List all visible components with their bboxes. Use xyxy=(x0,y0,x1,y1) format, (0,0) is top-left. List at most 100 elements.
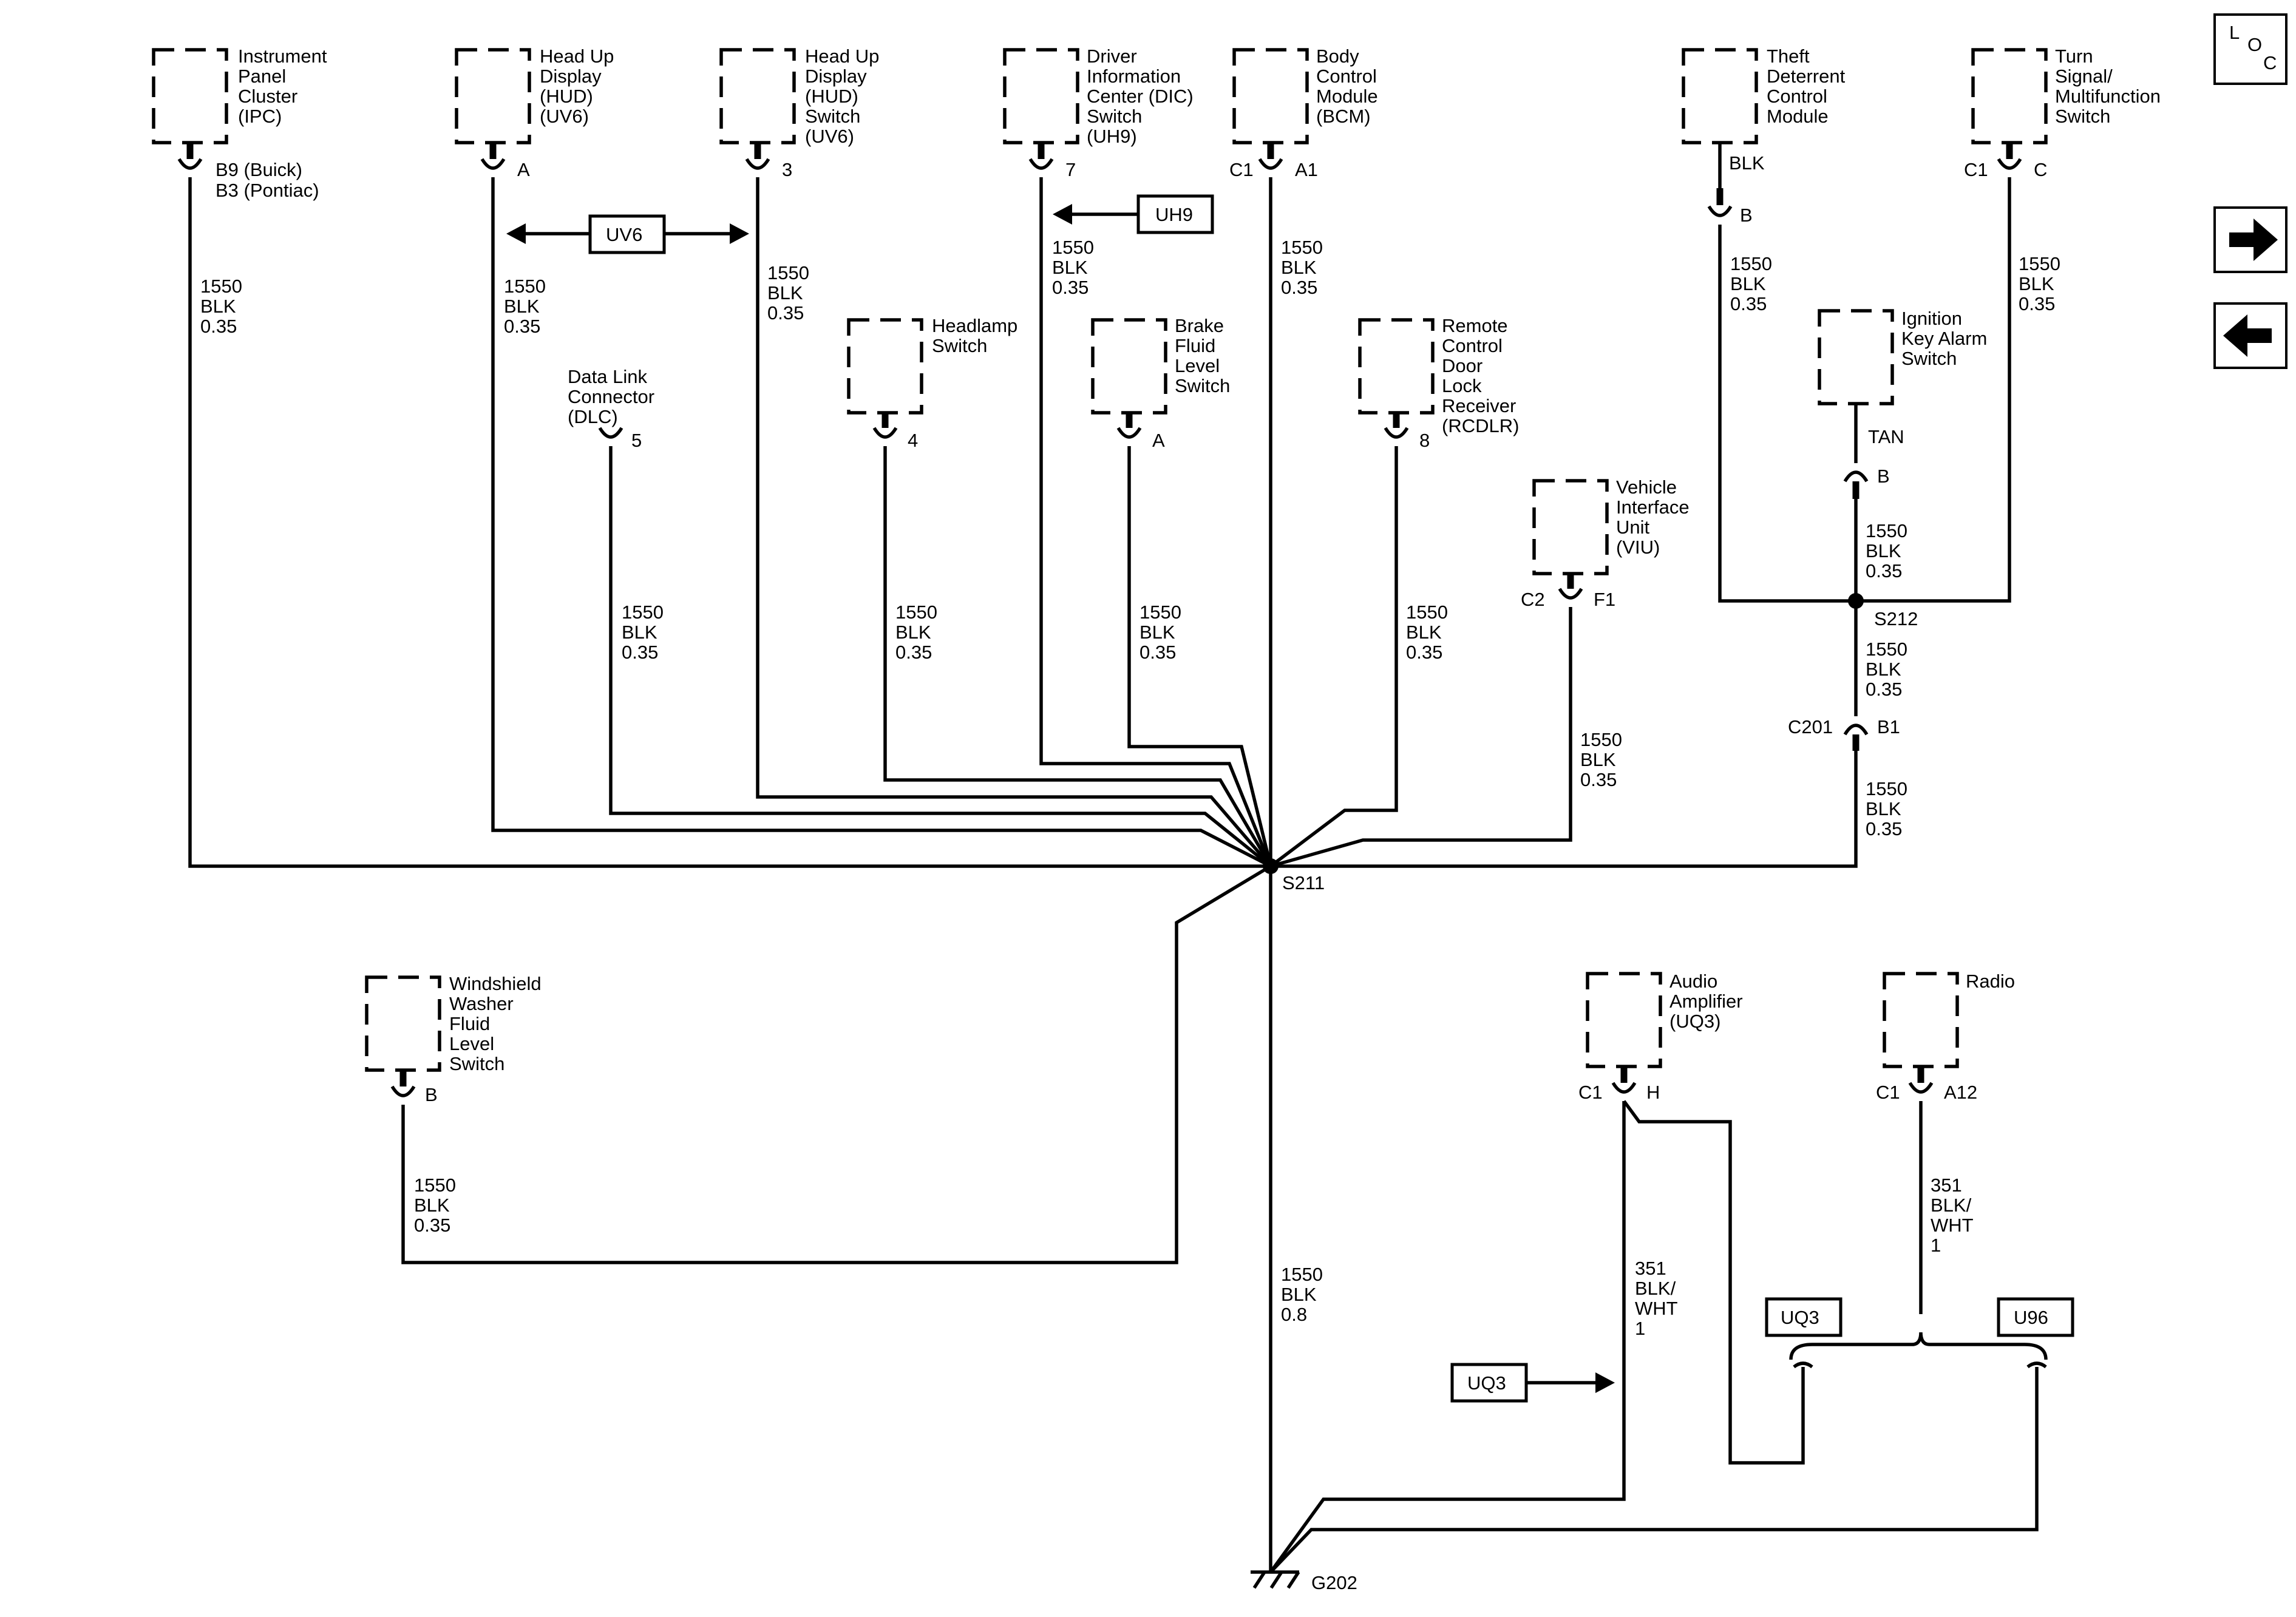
viu-terminal xyxy=(1558,574,1583,600)
svg-text:C: C xyxy=(2034,159,2047,180)
forward-button[interactable] xyxy=(2213,206,2288,273)
dlc-terminal xyxy=(598,427,623,439)
arrow-right-icon xyxy=(2229,219,2278,261)
svg-text:C: C xyxy=(2263,52,2277,73)
amp-box xyxy=(1586,972,1662,1068)
svg-text:1550: 1550 xyxy=(1866,778,1907,799)
svg-text:Panel: Panel xyxy=(238,66,286,87)
svg-text:C2: C2 xyxy=(1521,589,1545,610)
svg-text:1550: 1550 xyxy=(200,276,242,297)
bcm-box xyxy=(1232,48,1309,144)
wires xyxy=(188,143,2048,1573)
svg-text:0.35: 0.35 xyxy=(2019,293,2055,314)
ipc-label: Instrument Panel Cluster (IPC) xyxy=(238,46,327,127)
svg-text:A: A xyxy=(517,159,530,180)
svg-text:1: 1 xyxy=(1931,1235,1941,1256)
wire-amp-h xyxy=(1622,1100,1805,1465)
svg-text:Switch: Switch xyxy=(1087,106,1142,127)
radio-terminal xyxy=(1908,1066,1934,1094)
back-button[interactable] xyxy=(2213,302,2288,369)
svg-text:(UH9): (UH9) xyxy=(1087,126,1137,147)
svg-text:Data Link: Data Link xyxy=(568,366,647,387)
svg-text:1550: 1550 xyxy=(1866,639,1907,660)
svg-text:Unit: Unit xyxy=(1616,517,1650,538)
bcm-label: Body Control Module (BCM) xyxy=(1316,46,1378,127)
svg-text:Instrument: Instrument xyxy=(238,46,327,67)
wire-dlc xyxy=(609,446,1272,868)
svg-text:Switch: Switch xyxy=(1175,375,1230,396)
svg-text:BLK: BLK xyxy=(1406,622,1442,643)
svg-text:1: 1 xyxy=(1635,1318,1645,1339)
svg-text:Theft: Theft xyxy=(1767,46,1810,67)
hud-uv6-label: Head Up Display (HUD) (UV6) xyxy=(540,46,614,127)
s211-node xyxy=(1263,858,1279,874)
washer-label: Windshield Washer Fluid Level Switch xyxy=(449,973,542,1074)
svg-text:C1: C1 xyxy=(1964,159,1988,180)
svg-text:(HUD): (HUD) xyxy=(540,86,593,107)
svg-text:(BCM): (BCM) xyxy=(1316,106,1371,127)
svg-text:WHT: WHT xyxy=(1931,1215,1974,1236)
svg-text:Brake: Brake xyxy=(1175,315,1224,336)
rcdlr-label: Remote Control Door Lock Receiver (RCDLR… xyxy=(1442,315,1519,436)
wire-c201 xyxy=(1271,751,1858,868)
svg-text:Center (DIC): Center (DIC) xyxy=(1087,86,1194,107)
svg-text:UQ3: UQ3 xyxy=(1467,1372,1506,1394)
svg-text:1550: 1550 xyxy=(1052,237,1094,258)
svg-text:BLK: BLK xyxy=(1580,749,1616,770)
svg-text:Body: Body xyxy=(1316,46,1359,67)
svg-text:Ignition: Ignition xyxy=(1901,308,1962,329)
brake-fluid-label: Brake Fluid Level Switch xyxy=(1175,315,1230,396)
svg-text:0.35: 0.35 xyxy=(1052,277,1089,298)
option-u96: U96 xyxy=(1997,1297,2074,1337)
svg-text:BLK: BLK xyxy=(2019,273,2054,294)
svg-text:(IPC): (IPC) xyxy=(238,106,282,127)
svg-text:B: B xyxy=(425,1084,438,1105)
svg-text:A1: A1 xyxy=(1295,159,1318,180)
ignition-key-terminal xyxy=(1843,470,1869,499)
hud-switch-label: Head Up Display (HUD) Switch (UV6) xyxy=(805,46,879,147)
svg-text:H: H xyxy=(1646,1082,1660,1103)
svg-text:(UQ3): (UQ3) xyxy=(1669,1011,1720,1032)
svg-text:Display: Display xyxy=(540,66,602,87)
svg-text:Door: Door xyxy=(1442,355,1483,376)
svg-text:0.35: 0.35 xyxy=(895,642,932,663)
arrow-left-icon xyxy=(2223,314,2272,357)
ground-symbol xyxy=(1251,1570,1300,1589)
svg-text:B3 (Pontiac): B3 (Pontiac) xyxy=(216,180,319,201)
svg-text:F1: F1 xyxy=(1594,589,1615,610)
svg-text:Switch: Switch xyxy=(2055,106,2110,127)
svg-text:Information: Information xyxy=(1087,66,1181,87)
svg-text:5: 5 xyxy=(631,430,642,451)
svg-text:1550: 1550 xyxy=(1866,520,1907,541)
svg-text:Connector: Connector xyxy=(568,386,654,407)
svg-text:A12: A12 xyxy=(1944,1082,1977,1103)
svg-text:BLK: BLK xyxy=(767,282,803,303)
svg-text:Remote: Remote xyxy=(1442,315,1508,336)
svg-text:Receiver: Receiver xyxy=(1442,395,1516,416)
svg-text:Turn: Turn xyxy=(2055,46,2093,67)
option-uq3-left: UQ3 xyxy=(1450,1363,1615,1403)
tdcm-box xyxy=(1682,48,1758,144)
svg-text:BLK: BLK xyxy=(1140,622,1175,643)
wire-u96 xyxy=(1269,1367,2039,1573)
svg-text:1550: 1550 xyxy=(2019,253,2060,274)
loc-badge[interactable]: L O C xyxy=(2213,13,2288,85)
ipc-box xyxy=(152,48,228,144)
svg-text:Control: Control xyxy=(1316,66,1377,87)
svg-text:0.35: 0.35 xyxy=(1866,818,1902,839)
svg-text:BLK: BLK xyxy=(1866,659,1901,680)
svg-text:B: B xyxy=(1740,205,1753,226)
wire-brake xyxy=(1127,446,1272,867)
turn-signal-label: Turn Signal/ Multifunction Switch xyxy=(2055,46,2161,127)
svg-text:Signal/: Signal/ xyxy=(2055,66,2113,87)
s212-node xyxy=(1848,593,1864,609)
wire-headlamp xyxy=(883,446,1272,867)
svg-text:C1: C1 xyxy=(1578,1082,1603,1103)
svg-text:UV6: UV6 xyxy=(606,224,642,245)
radio-box xyxy=(1883,972,1959,1068)
turn-signal-box xyxy=(1971,48,2048,144)
svg-text:Headlamp: Headlamp xyxy=(932,315,1017,336)
svg-text:0.35: 0.35 xyxy=(767,302,804,324)
svg-text:0.35: 0.35 xyxy=(1580,769,1617,790)
ignition-key-label: Ignition Key Alarm Switch xyxy=(1901,308,1987,369)
